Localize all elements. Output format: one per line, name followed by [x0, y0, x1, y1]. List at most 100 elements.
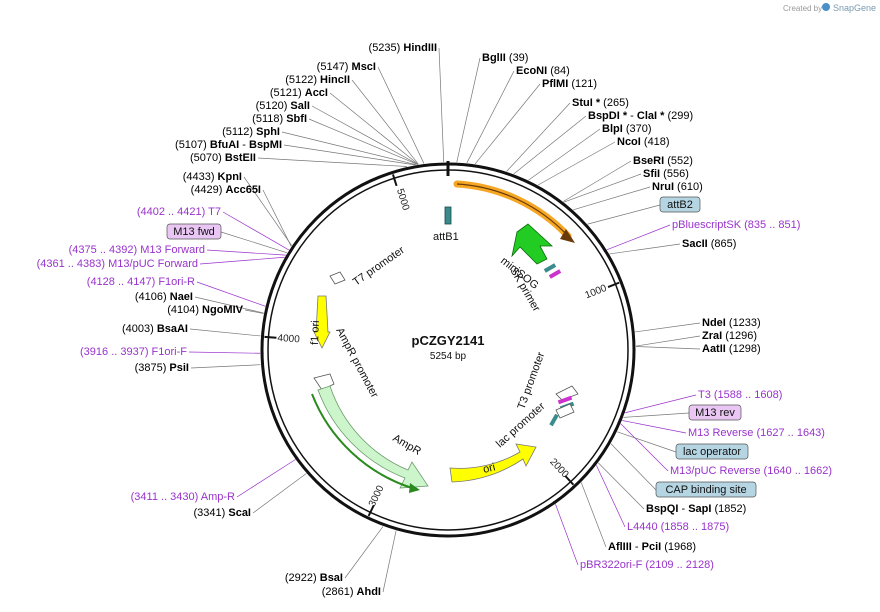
connector-line — [190, 364, 261, 369]
tick-label: 3000 — [367, 483, 387, 508]
connector-line — [188, 351, 261, 354]
site-label: (4106) NaeI — [135, 291, 193, 303]
primer-label: (4361 .. 4383) M13/pUC Forward — [37, 258, 198, 270]
minisog-feature — [511, 223, 554, 265]
site-label: AflIII - PciI (1968) — [608, 541, 696, 553]
svg-text:M13 fwd: M13 fwd — [173, 226, 215, 238]
connector-line — [243, 176, 292, 246]
connector-line — [456, 57, 481, 163]
primer-label: M13/pUC Reverse (1640 .. 1662) — [670, 465, 832, 477]
ampr-outline-arrowhead — [409, 483, 420, 493]
svg-text:lac operator: lac operator — [683, 446, 741, 458]
feature-label-ampr-promoter: AmpR promoter — [333, 326, 380, 400]
connector-line — [438, 47, 445, 163]
connector-line — [573, 186, 651, 211]
primer-label: (3411 .. 3430) Amp-R — [131, 491, 235, 503]
site-label: (5120) SalI — [256, 100, 310, 112]
tick-mark — [564, 475, 575, 486]
connector-line — [329, 92, 419, 165]
svg-text:attB2: attB2 — [667, 199, 693, 211]
primer-label: (3916 .. 3937) F1ori-F — [80, 346, 187, 358]
site-label: (5121) AccI — [270, 87, 328, 99]
connector-line — [199, 256, 285, 265]
feature-label-ori: ori — [482, 461, 497, 476]
tick-label: 5000 — [394, 187, 411, 212]
connector-line — [635, 335, 701, 347]
connector-line — [620, 423, 669, 472]
site-label: NdeI (1233) — [702, 317, 761, 329]
connector-line — [311, 105, 419, 165]
f1-ori-feature — [313, 295, 331, 349]
connector-line — [236, 459, 296, 498]
connector-line — [222, 211, 290, 251]
primer-label: (4375 .. 4392) M13 Forward — [69, 244, 205, 256]
t3-promoter-feature — [555, 385, 579, 401]
ori-feature — [449, 443, 537, 483]
orange-feature-arc — [453, 180, 572, 240]
primer-label: M13 Reverse (1627 .. 1643) — [688, 427, 825, 439]
connector-line — [555, 504, 579, 566]
primer-label: L4440 (1858 .. 1875) — [627, 521, 729, 533]
boxed-label: M13 rev — [688, 404, 742, 421]
boxed-label: M13 fwd — [166, 223, 222, 240]
site-label: AatII (1298) — [702, 343, 761, 355]
svg-text:M13 rev: M13 rev — [695, 407, 735, 419]
feature-label-t3-promoter: T3 promoter — [516, 350, 548, 411]
connector-line — [220, 231, 288, 254]
site-label: ZraI (1296) — [702, 330, 757, 342]
tick-mark — [607, 281, 620, 288]
site-label: (3341) ScaI — [194, 507, 252, 519]
site-label: (5147) MscI — [317, 61, 376, 73]
site-label: BlpI (370) — [602, 123, 652, 135]
connector-line — [623, 412, 690, 418]
snapgene-logo-icon — [822, 3, 830, 11]
site-label: (4433) KpnI — [183, 171, 242, 183]
cap-site-feature — [549, 413, 559, 427]
site-label: (5107) BfuAI - BspMI — [175, 139, 282, 151]
feature-label-f1-ori: f1 ori — [309, 320, 322, 345]
site-label: BspDI * - ClaI * (299) — [588, 110, 693, 122]
orange-feature-arrowhead — [560, 229, 575, 243]
connector-line — [308, 118, 418, 165]
connector-line — [382, 530, 397, 593]
orange-feature-core — [456, 183, 569, 237]
connector-line — [194, 296, 264, 314]
connector-line — [563, 173, 642, 203]
connector-line — [635, 322, 701, 333]
t7-promoter-feature — [329, 271, 346, 285]
connector-line — [610, 443, 657, 491]
connector-line — [528, 128, 601, 181]
primer-label: (4128 .. 4147) F1ori-R — [87, 276, 195, 288]
svg-text:CAP binding site: CAP binding site — [665, 484, 746, 496]
connector-line — [281, 131, 417, 166]
lac-promoter-feature — [555, 403, 575, 419]
connector-line — [606, 224, 671, 251]
primer-label: (4402 .. 4421) T7 — [137, 206, 221, 218]
feature-label-t7-promoter: T7 promoter — [351, 244, 407, 288]
site-label: (5070) BstEII — [190, 152, 256, 164]
site-label: (4003) BsaAI — [122, 323, 188, 335]
site-label: NruI (610) — [652, 181, 703, 193]
connector-line — [344, 526, 384, 579]
connector-line — [609, 243, 681, 255]
site-label: (5122) HincII — [285, 74, 350, 86]
attb2-feature — [543, 263, 557, 273]
site-label: PflMI (121) — [542, 78, 597, 90]
connector-line — [580, 482, 607, 548]
ampr-feature — [317, 385, 429, 489]
connector-line — [377, 66, 425, 164]
site-label: StuI * (265) — [572, 97, 629, 109]
connector-line — [244, 309, 264, 314]
plasmid-name: pCZGY2141 — [412, 333, 485, 348]
tick-label: 4000 — [277, 333, 300, 346]
connector-line — [506, 102, 571, 172]
connector-line — [596, 465, 626, 528]
connector-line — [474, 83, 541, 165]
site-label: (4104) NgoMIV — [167, 304, 243, 316]
primer-label: pBluescriptSK (835 .. 851) — [672, 219, 800, 231]
connector-line — [257, 157, 407, 167]
connector-line — [351, 79, 419, 165]
site-label: SfiI (556) — [643, 168, 689, 180]
tick-mark — [392, 174, 398, 187]
